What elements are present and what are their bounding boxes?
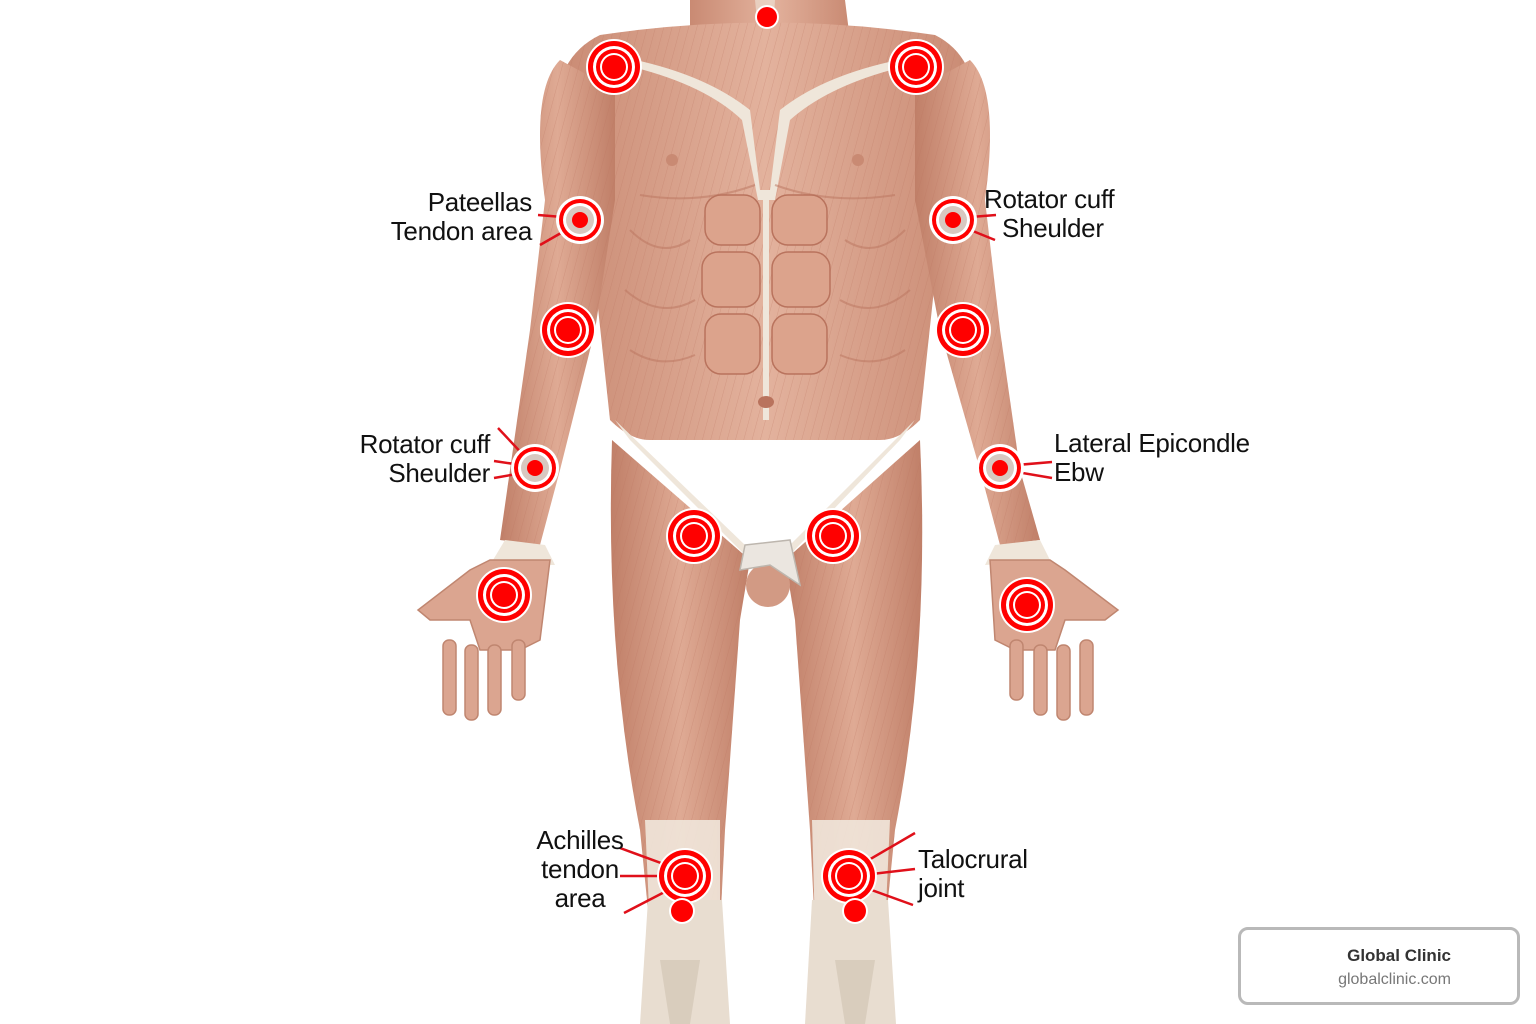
- left-leg: [610, 440, 750, 1024]
- pain-marker-left-knee: [657, 848, 713, 904]
- right-arm: [915, 60, 1050, 565]
- clinic-url[interactable]: globalclinic.com: [1338, 971, 1451, 988]
- label-line: Ebw: [1054, 457, 1104, 487]
- label-line: joint: [918, 873, 965, 903]
- pain-marker-right-wrist: [976, 444, 1024, 492]
- clinic-badge: Global Clinic globalclinic.com: [1238, 927, 1520, 1005]
- pain-marker-right-knee: [821, 848, 877, 904]
- label-line: Rotator cuff: [359, 429, 491, 459]
- label-line: Achilles: [536, 825, 624, 855]
- pain-marker-right-hand: [999, 577, 1055, 633]
- pain-marker-left-shoulder: [586, 39, 642, 95]
- pain-marker-left-hip: [666, 508, 722, 564]
- pain-marker-left-wrist: [511, 444, 559, 492]
- label-left-wrist: Rotator cuff Sheulder: [320, 429, 491, 488]
- pain-marker-neck: [755, 5, 779, 29]
- pain-marker-right-knee-dot: [842, 898, 868, 924]
- label-right-wrist: Lateral Epicondle Ebw: [1054, 429, 1250, 487]
- pain-marker-left-forearm: [540, 302, 596, 358]
- groin: [739, 539, 802, 607]
- right-leg: [785, 440, 923, 1024]
- pain-markers: [476, 5, 1055, 924]
- pain-marker-right-forearm: [935, 302, 991, 358]
- label-line: Pateellas: [427, 187, 533, 217]
- label-left-elbow: Pateellas Tendon area: [350, 187, 533, 246]
- pain-marker-right-elbow: [929, 196, 977, 244]
- label-left-knee: Achilles tendon area: [518, 826, 642, 913]
- torso: [554, 22, 977, 560]
- pain-marker-left-hand: [476, 567, 532, 623]
- label-line: Rotator cuff: [984, 184, 1115, 214]
- label-right-elbow: Rotator cuff Sheulder: [984, 184, 1115, 243]
- clinic-name: Global Clinic: [1347, 946, 1451, 965]
- pain-marker-right-hip: [805, 508, 861, 564]
- label-right-knee: Talocrural joint: [918, 845, 1028, 903]
- label-line: tendon: [541, 854, 619, 884]
- label-line: Sheulder: [1002, 213, 1104, 243]
- label-line: Sheulder: [388, 458, 490, 488]
- pain-marker-left-knee-dot: [669, 898, 695, 924]
- label-line: Lateral Epicondle: [1054, 428, 1250, 458]
- label-line: area: [554, 883, 606, 913]
- left-arm: [490, 60, 615, 565]
- pain-marker-left-elbow: [556, 196, 604, 244]
- pain-marker-right-shoulder: [888, 39, 944, 95]
- label-line: Talocrural: [918, 844, 1028, 874]
- label-line: Tendon area: [390, 216, 533, 246]
